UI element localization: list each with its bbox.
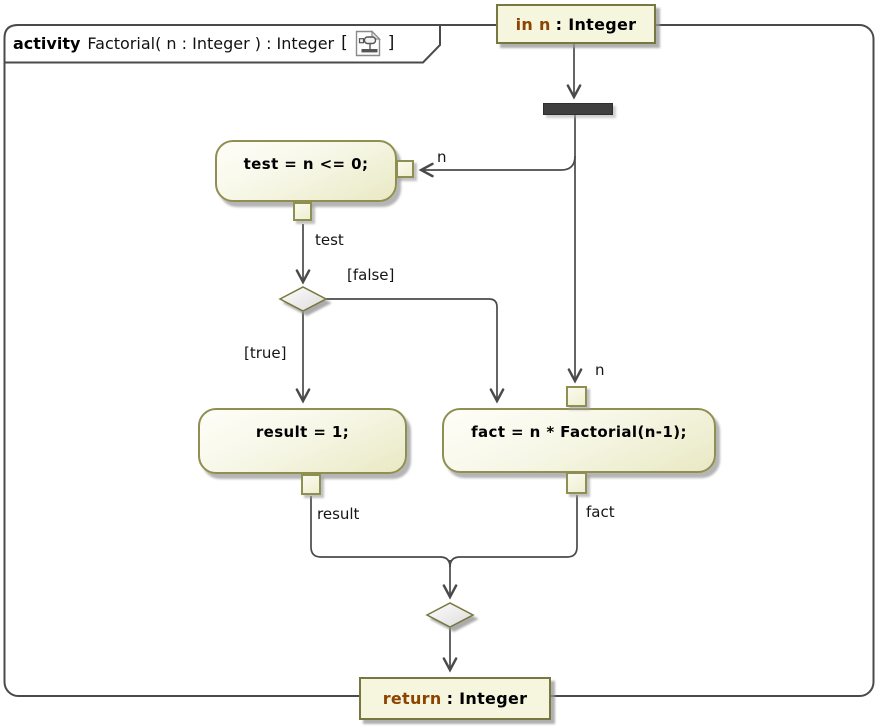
frame-title: activity Factorial( n : Integer ) : Inte… <box>13 29 395 56</box>
label-guard-true: [true] <box>244 344 287 362</box>
label-object-flow-result: result <box>317 505 360 523</box>
action-fact[interactable]: fact = n * Factorial(n-1); <box>442 408 716 473</box>
param-in-type: : Integer <box>555 14 637 34</box>
action-test-label: test = n <= 0; <box>243 155 369 173</box>
param-node-in-n[interactable]: in n : Integer <box>496 4 656 44</box>
label-object-flow-test: test <box>315 231 344 249</box>
label-pin-n-test: n <box>437 148 447 166</box>
param-in-keyword: in n <box>515 14 551 34</box>
action-test[interactable]: test = n <= 0; <box>215 140 397 202</box>
action-fact-label: fact = n * Factorial(n-1); <box>471 423 687 441</box>
activity-diagram-icon <box>355 29 381 56</box>
action-result[interactable]: result = 1; <box>198 408 407 474</box>
output-pin-fact-on-fact[interactable] <box>566 472 587 494</box>
edge-result-pin-to-merge[interactable] <box>310 496 451 568</box>
edge-fact-pin-to-merge[interactable] <box>449 495 578 568</box>
edge-fork-to-test-pin[interactable] <box>421 155 576 170</box>
label-object-flow-fact: fact <box>586 503 615 521</box>
frame-title-pentagon <box>3 24 441 64</box>
param-return-keyword: return <box>382 689 442 708</box>
frame-bracket-open: [ <box>341 33 348 53</box>
merge-node[interactable] <box>425 602 475 628</box>
frame-keyword: activity <box>13 33 81 53</box>
output-pin-result-on-result[interactable] <box>301 474 321 495</box>
param-node-return[interactable]: return : Integer <box>359 677 551 720</box>
output-pin-test-on-test[interactable] <box>293 202 312 221</box>
param-return-type: : Integer <box>446 689 528 708</box>
action-result-label: result = 1; <box>255 423 350 441</box>
label-guard-false: [false] <box>347 266 395 284</box>
label-pin-n-fact: n <box>595 361 605 379</box>
fork-node[interactable] <box>543 103 613 115</box>
input-pin-n-on-fact[interactable] <box>566 386 587 407</box>
frame-bracket-close: ] <box>387 33 395 53</box>
decision-node[interactable] <box>278 286 328 312</box>
edge-decision-false-to-fact[interactable] <box>326 298 497 401</box>
activity-frame-border <box>3 24 875 697</box>
input-pin-n-on-test[interactable] <box>396 160 414 178</box>
frame-signature: Factorial( n : Integer ) : Integer <box>87 33 335 53</box>
